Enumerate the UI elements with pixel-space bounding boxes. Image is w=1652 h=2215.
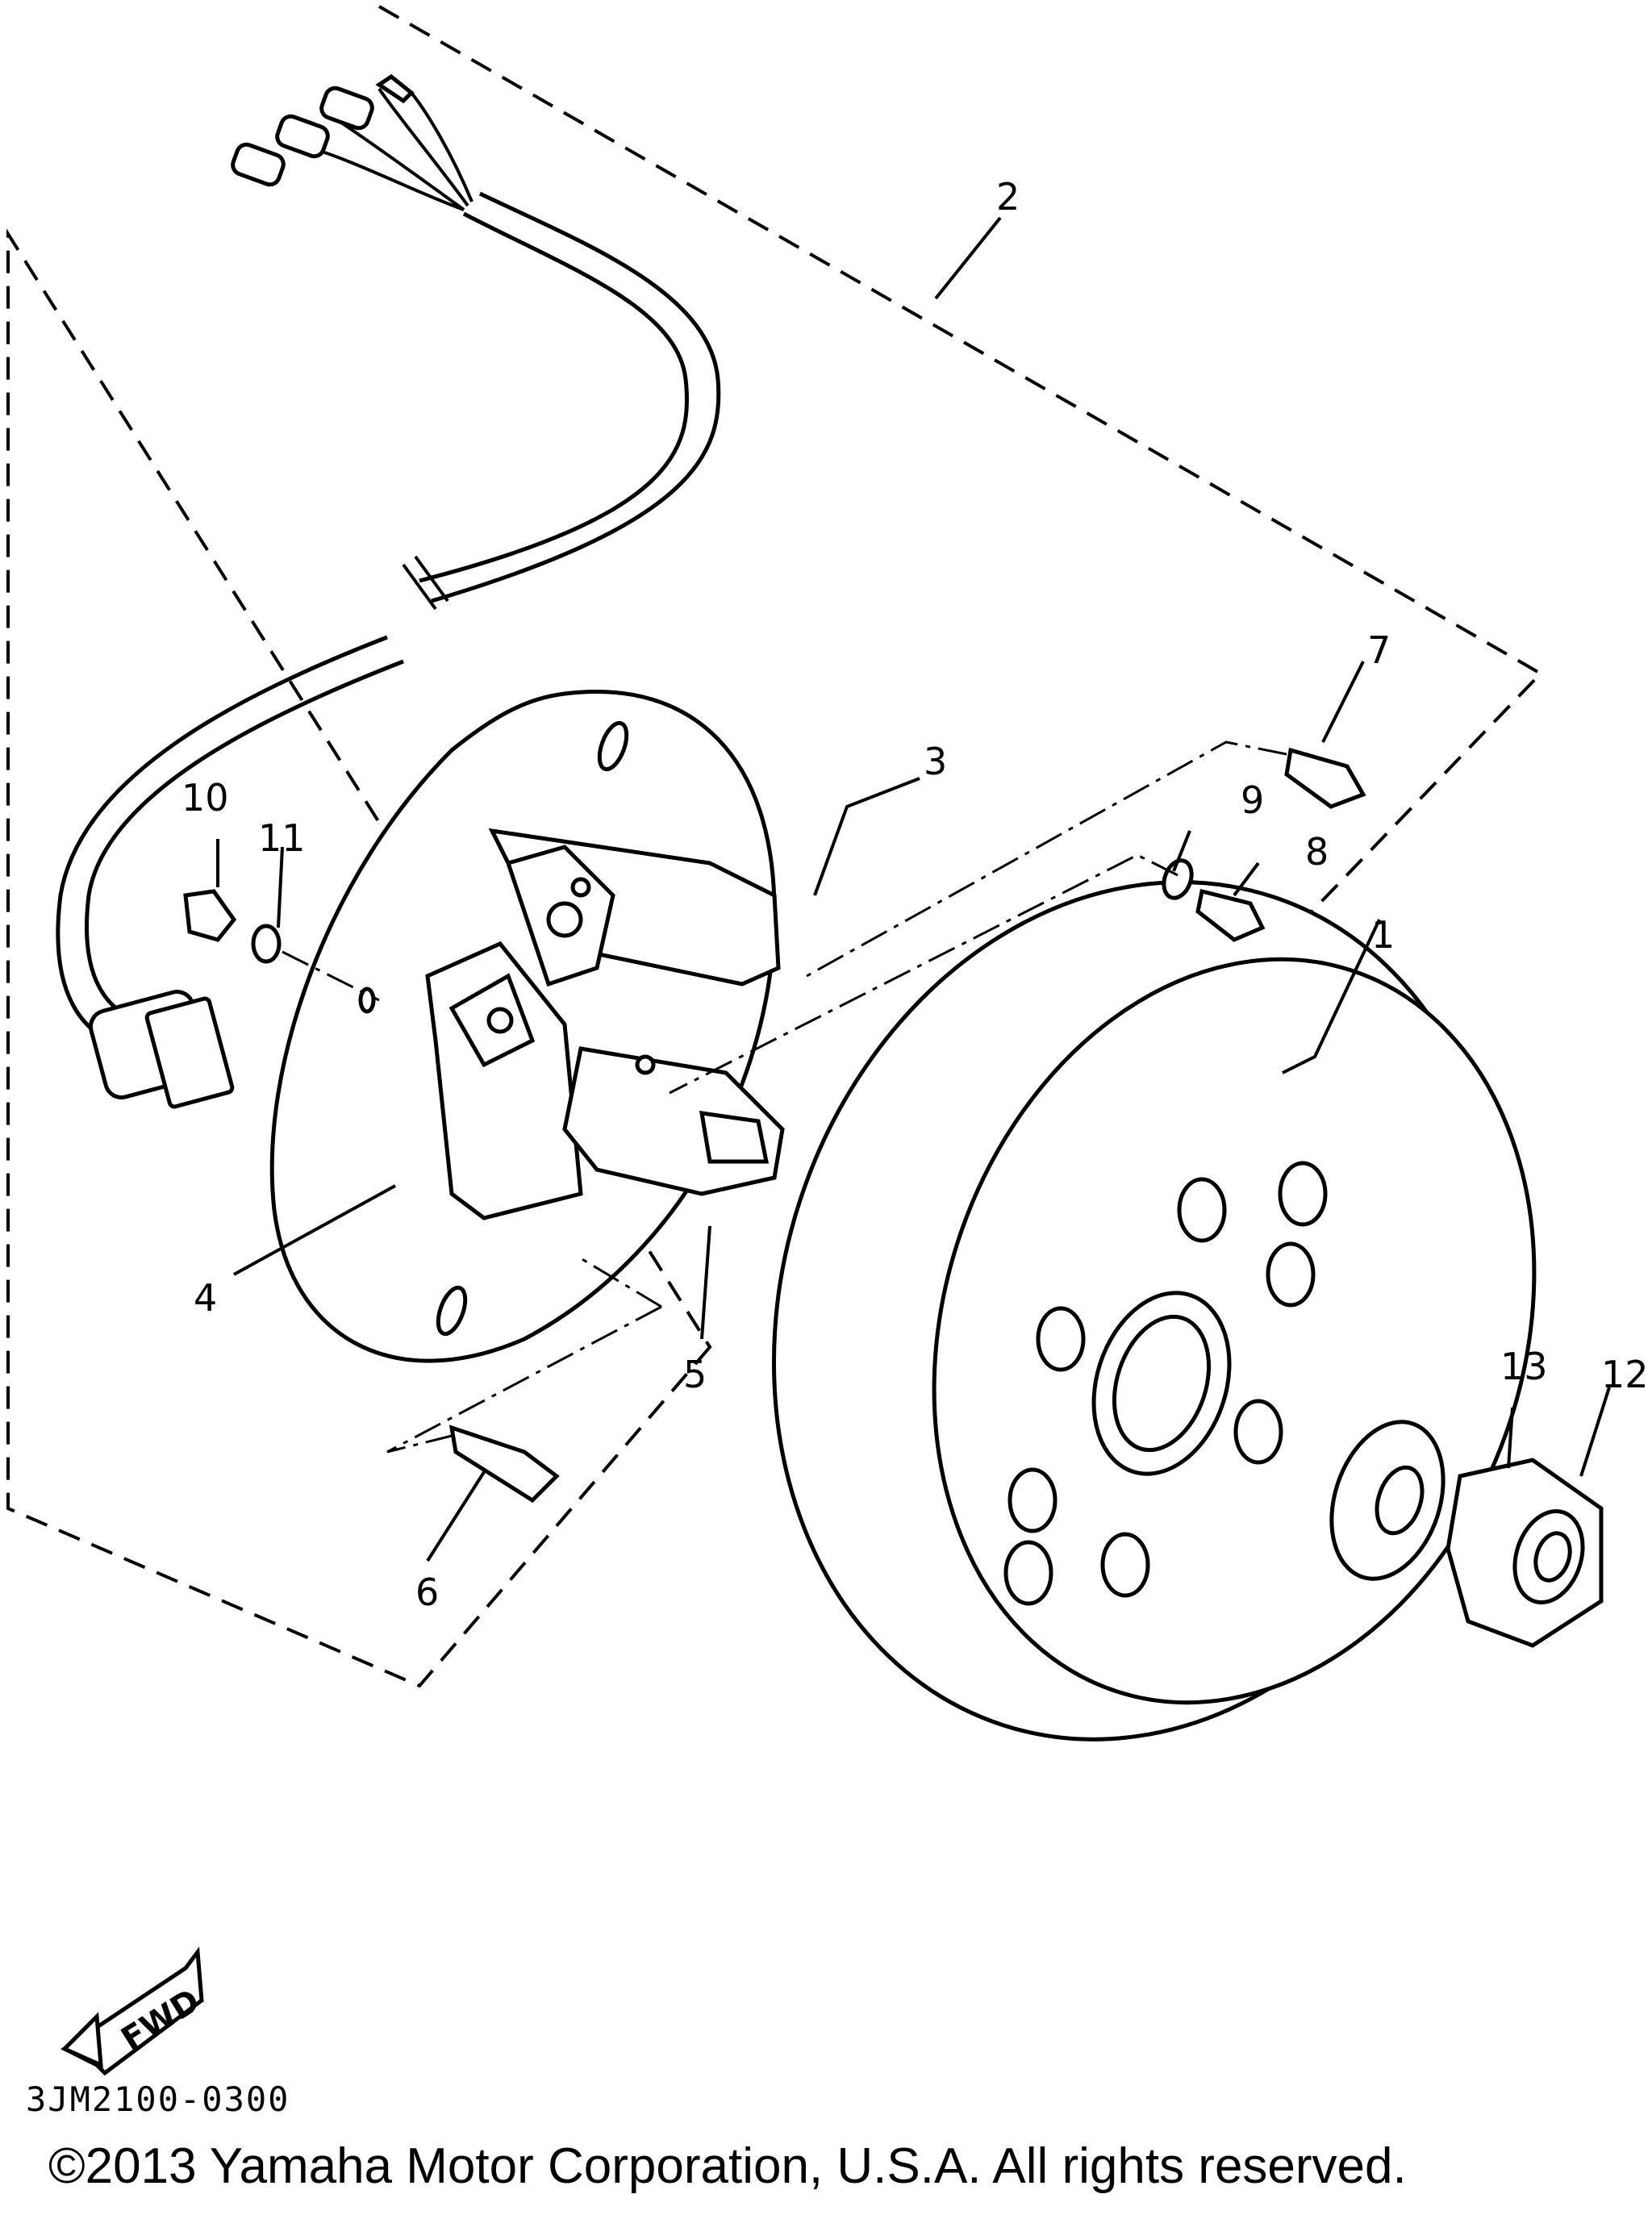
callout-12: 12 — [1601, 1353, 1649, 1396]
washer-9 — [1162, 858, 1194, 900]
source-coil — [488, 828, 781, 987]
screw-8 — [1195, 888, 1266, 942]
callout-4: 4 — [194, 1276, 217, 1320]
callout-2: 2 — [996, 175, 1020, 219]
callout-5: 5 — [683, 1353, 707, 1396]
assembly-lines — [282, 740, 1287, 1454]
callout-9: 9 — [1241, 778, 1264, 822]
callout-7: 7 — [1367, 628, 1391, 672]
flywheel-rotor — [771, 880, 1537, 1742]
washer-11 — [251, 924, 282, 964]
pulser-coil — [425, 941, 583, 1220]
lighting-coil — [562, 1046, 785, 1196]
washer — [1329, 1420, 1446, 1581]
drawing-code: 3JM2100-0300 — [26, 2079, 290, 2119]
nut — [1446, 1458, 1604, 1648]
leader-lines — [216, 216, 1611, 1562]
callout-10: 10 — [181, 776, 229, 820]
wire-harness — [56, 73, 721, 1109]
callout-8: 8 — [1305, 830, 1329, 874]
callout-13: 13 — [1500, 1345, 1548, 1388]
screw-7 — [1284, 747, 1366, 809]
callout-11: 11 — [258, 816, 306, 860]
fasteners — [183, 747, 1366, 1504]
callout-6: 6 — [415, 1571, 439, 1614]
screw-6 — [448, 1425, 560, 1504]
fwd-arrow: FWD — [60, 1946, 206, 2076]
screw-10 — [183, 889, 237, 942]
copyright-notice: ©2013 Yamaha Motor Corporation, U.S.A. A… — [48, 2138, 1407, 2194]
callout-3: 3 — [924, 740, 947, 783]
callout-1: 1 — [1371, 913, 1395, 957]
